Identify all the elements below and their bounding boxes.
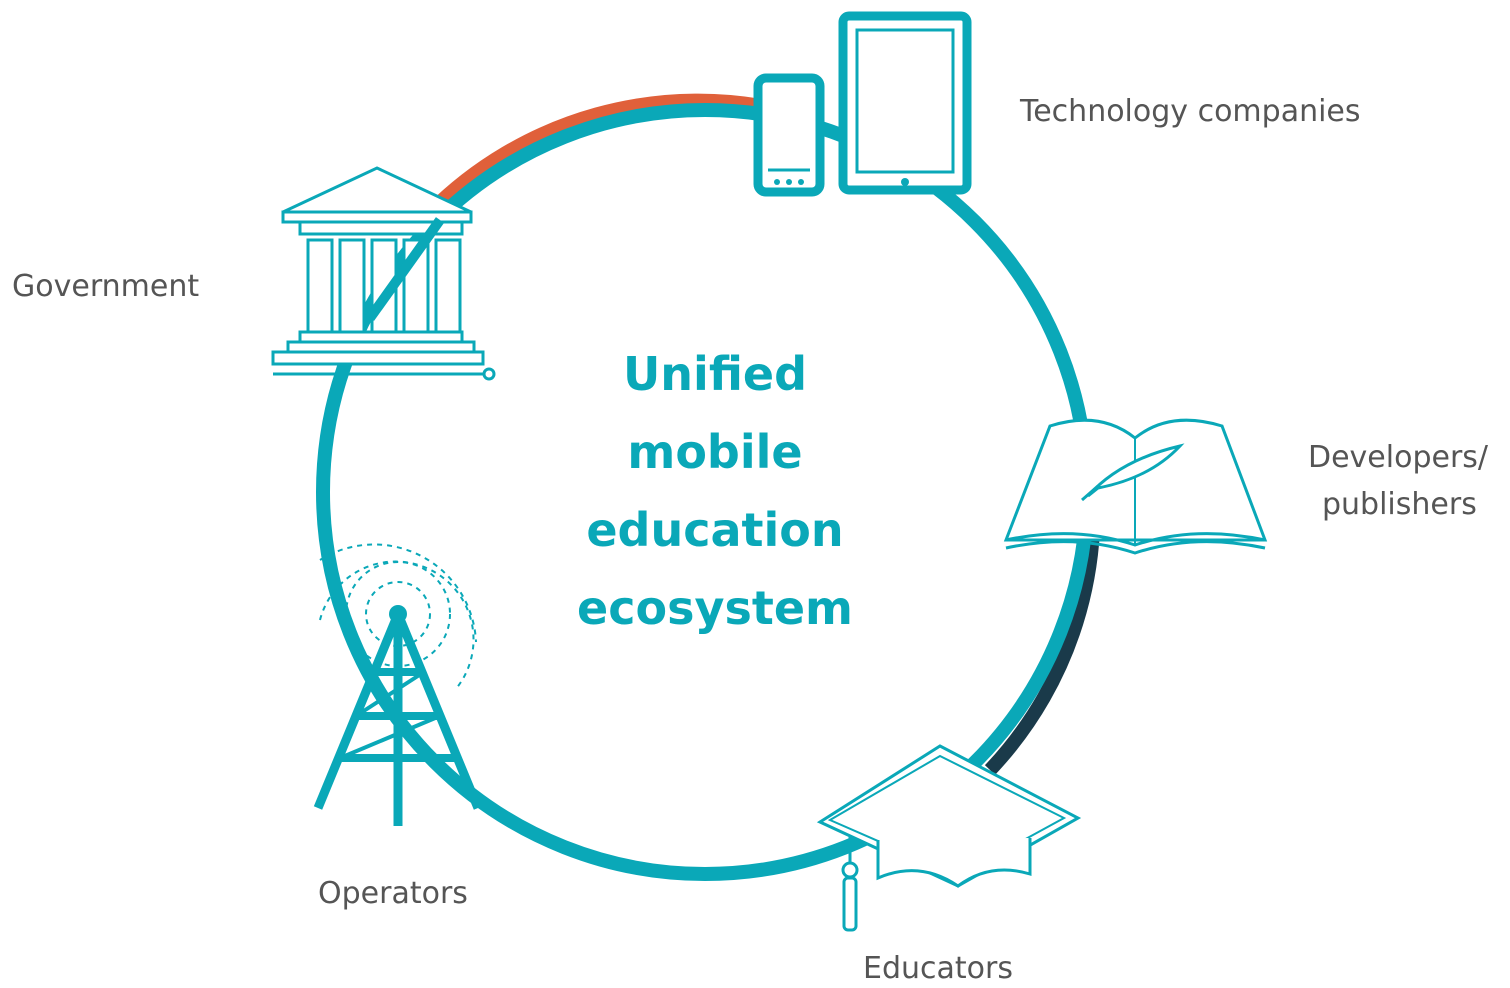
government-building-icon [271, 166, 496, 381]
ring-shadow-warm [425, 93, 792, 217]
open-book-quill-icon [1003, 418, 1268, 555]
center-title-line-2: mobile [627, 425, 803, 479]
label-operators: Operators [318, 876, 468, 911]
label-government: Government [12, 269, 200, 304]
label-developers-line-2: publishers [1322, 487, 1477, 522]
label-technology-companies: Technology companies [1020, 94, 1361, 129]
phone-tablet-icon [753, 11, 972, 197]
center-title-line-4: ecosystem [577, 581, 853, 635]
label-educators: Educators [863, 951, 1013, 986]
graduation-cap-icon [816, 744, 1082, 932]
radio-tower-icon [313, 543, 483, 826]
center-title-line-3: education [586, 503, 844, 557]
center-title: Unified mobile education ecosystem [540, 335, 890, 647]
label-developers-line-1: Developers/ [1308, 440, 1489, 475]
center-title-line-1: Unified [622, 347, 808, 401]
